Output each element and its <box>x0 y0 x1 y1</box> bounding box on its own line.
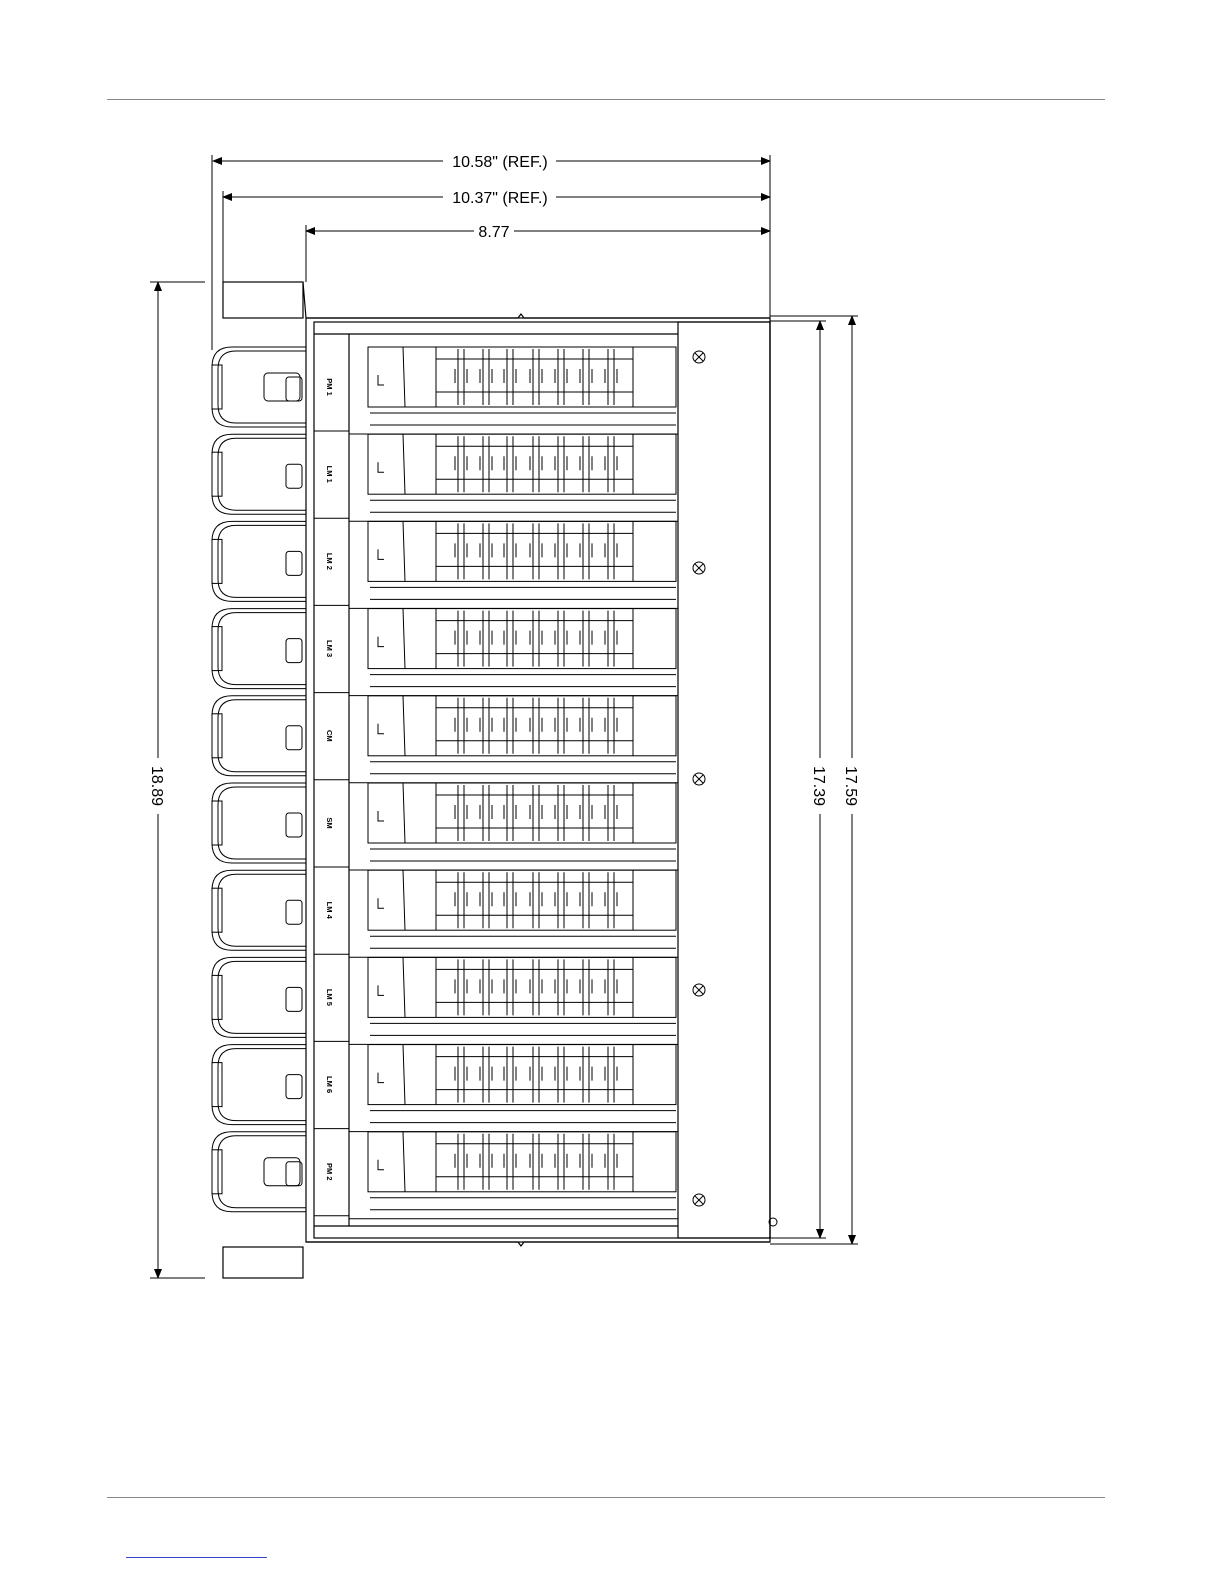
latch-icon <box>286 900 302 924</box>
footer-link-underline[interactable] <box>126 1557 267 1558</box>
footer-rule <box>107 1497 1105 1498</box>
extension-lines <box>212 155 770 350</box>
module-slot[interactable]: LM 3 <box>212 605 678 696</box>
dimension-height-outer-label: 17.59 <box>842 766 859 806</box>
slot-label: LM 5 <box>325 989 334 1006</box>
dimension-overall-width: 10.58" (REF.) <box>213 154 770 171</box>
rail-screws <box>693 351 777 1226</box>
latch-icon <box>286 813 302 837</box>
slot-label: SM <box>325 817 334 828</box>
dimension-overall-width-label: 10.58" (REF.) <box>452 154 548 171</box>
top-mount-block <box>223 282 303 318</box>
module-slot[interactable]: PM 2 <box>212 1128 678 1219</box>
slot-label: LM 3 <box>325 640 334 657</box>
slot-label: LM 1 <box>325 466 334 483</box>
screw-icon <box>693 562 705 574</box>
latch-icon <box>286 464 302 488</box>
slot-label: CM <box>325 730 334 742</box>
module-slot[interactable]: LM 1 <box>212 430 678 521</box>
slot-label: LM 4 <box>325 902 334 920</box>
latch-icon <box>286 987 302 1011</box>
bottom-mount-block <box>223 1247 303 1278</box>
latch-icon <box>286 726 302 750</box>
screw-icon <box>693 351 705 363</box>
module-slot[interactable]: SM <box>212 779 678 870</box>
screw-icon <box>693 1194 705 1206</box>
chassis-body <box>223 282 770 1278</box>
latch-icon <box>286 551 302 575</box>
dimension-height-inner-label: 17.39 <box>810 766 827 806</box>
dimension-chassis-width-label: 8.77 <box>478 224 509 241</box>
screw-icon <box>693 984 705 996</box>
latch-icon <box>286 1075 302 1099</box>
dimension-body-width: 10.37" (REF.) <box>223 190 770 207</box>
slot-label: LM 6 <box>325 1076 334 1093</box>
slot-label: PM 2 <box>325 1163 334 1181</box>
screw-icon <box>693 773 705 785</box>
module-slots: PM 1 LM 1 LM 2 LM 3 CM SM LM 4 LM 5 LM 6 PM 2 <box>212 343 678 1219</box>
module-slot[interactable]: LM 6 <box>212 1041 678 1132</box>
dimension-body-width-label: 10.37" (REF.) <box>452 190 548 207</box>
dimension-overall-height: 18.89 <box>148 282 205 1278</box>
slot-label: LM 2 <box>325 553 334 570</box>
right-rail <box>678 322 770 1238</box>
dimension-height-inner: 17.39 <box>770 321 827 1238</box>
dimension-chassis-width: 8.77 <box>306 224 770 241</box>
module-slot[interactable]: LM 4 <box>212 866 678 957</box>
latch-icon <box>286 639 302 663</box>
module-slot[interactable]: CM <box>212 692 678 783</box>
module-slot[interactable]: LM 5 <box>212 953 678 1044</box>
dimension-overall-height-label: 18.89 <box>148 766 165 806</box>
module-slot[interactable]: PM 1 <box>212 343 678 434</box>
module-slot[interactable]: LM 2 <box>212 517 678 608</box>
slot-label: PM 1 <box>325 378 334 396</box>
